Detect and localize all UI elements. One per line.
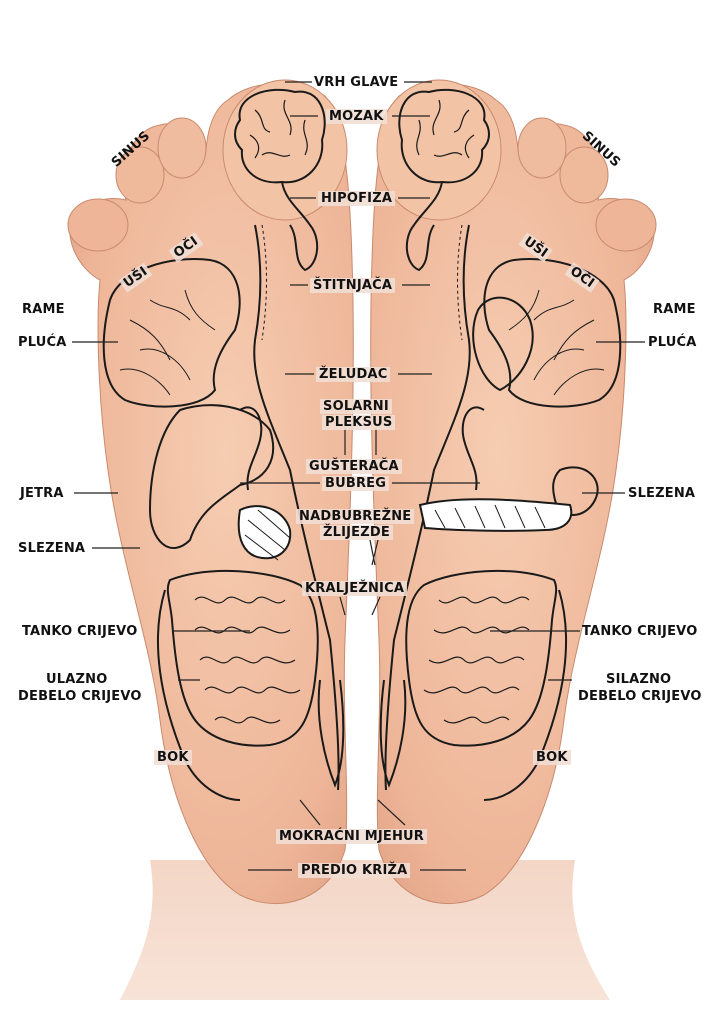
label-vrh-glave: VRH GLAVE <box>314 75 399 90</box>
label-mokracni-mjehur: MOKRAĆNI MJEHUR <box>276 829 428 844</box>
left-foot <box>67 79 354 905</box>
label-kraljeznica: KRALJEŽNICA <box>302 581 408 596</box>
left-big-toe <box>222 79 348 221</box>
legs <box>120 860 610 1000</box>
label-left-jetra: JETRA <box>20 486 64 501</box>
label-nadbubrezne: NADBUBREŽNE <box>296 509 415 524</box>
label-predio-kriza: PREDIO KRIŽA <box>298 863 411 878</box>
label-left-ulazno: ULAZNO <box>46 672 108 687</box>
label-left-pluca: PLUĆA <box>18 335 67 350</box>
right-heart <box>472 296 534 392</box>
label-left-tanko-crijevo: TANKO CRIJEVO <box>22 624 138 639</box>
label-zeludac: ŽELUDAC <box>316 367 391 382</box>
label-left-rame: RAME <box>22 302 65 317</box>
right-spine <box>384 224 471 791</box>
label-right-bok: BOK <box>533 750 571 765</box>
label-left-debelo-crijevo: DEBELO CRIJEVO <box>18 689 142 704</box>
label-mozak: MOZAK <box>326 109 387 124</box>
label-solarni: SOLARNI <box>320 399 392 414</box>
right-big-toe <box>376 79 502 221</box>
label-zlijezde: ŽLIJEZDE <box>320 525 393 540</box>
right-small-toe <box>595 198 657 252</box>
right-brain <box>398 88 490 184</box>
right-intestines <box>405 569 558 747</box>
left-intestines <box>166 569 319 747</box>
right-toe-3 <box>517 117 567 179</box>
left-toe-3 <box>157 117 207 179</box>
label-left-bok: BOK <box>154 750 192 765</box>
label-stitnjaca: ŠTITNJAČA <box>310 278 396 293</box>
left-toe-4 <box>115 146 165 204</box>
label-pleksus: PLEKSUS <box>322 415 396 430</box>
left-brain <box>234 88 326 184</box>
label-left-slezena: SLEZENA <box>18 541 86 556</box>
label-right-silazno: SILAZNO <box>606 672 672 687</box>
label-right-tanko-crijevo: TANKO CRIJEVO <box>582 624 698 639</box>
label-right-pluca: PLUĆA <box>648 335 697 350</box>
label-gusteraca: GUŠTERAČA <box>306 459 402 474</box>
right-foot <box>370 79 657 905</box>
leader-lines <box>72 81 645 871</box>
label-hipofiza: HIPOFIZA <box>318 191 396 206</box>
label-right-rame: RAME <box>653 302 696 317</box>
right-toe-4 <box>559 146 609 204</box>
left-lung <box>102 258 241 408</box>
label-right-slezena: SLEZENA <box>628 486 696 501</box>
left-small-toe <box>67 198 129 252</box>
label-right-debelo-crijevo: DEBELO CRIJEVO <box>578 689 702 704</box>
label-bubreg: BUBREG <box>322 476 390 491</box>
left-spine <box>253 224 340 791</box>
